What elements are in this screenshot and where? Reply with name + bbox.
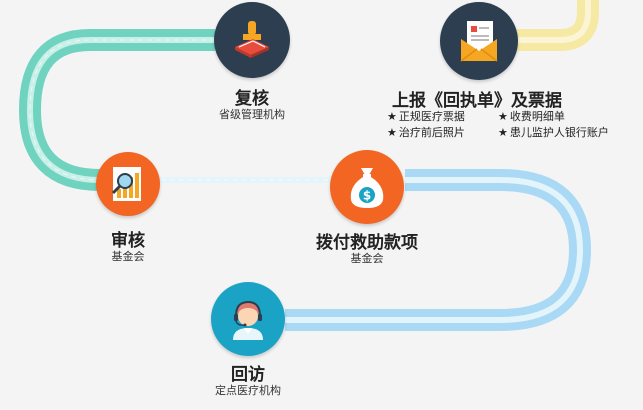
chart-magnifier-icon: [111, 167, 141, 201]
stamp-icon: [235, 21, 269, 58]
step-report-note-3: ★治疗前后照片: [387, 126, 465, 139]
step-audit-subtitle: 基金会: [111, 250, 145, 263]
step-report-title: 上报《回执单》及票据: [392, 91, 562, 111]
step-audit-title: 审核: [111, 231, 145, 251]
step-visit-subtitle: 定点医疗机构: [215, 384, 281, 397]
step-review-subtitle: 省级管理机构: [219, 108, 285, 121]
step-review-title: 复核: [235, 89, 269, 109]
document-envelope-icon: [460, 21, 498, 62]
step-report-node: [440, 2, 518, 80]
step-payment-title: 拨付救助款项: [316, 233, 418, 253]
step-visit-node: [211, 282, 285, 356]
step-report-note-1: ★正规医疗票据: [387, 110, 465, 123]
step-review-node: [214, 2, 290, 78]
step-payment-subtitle: 基金会: [350, 252, 384, 265]
step-audit-node: [96, 152, 160, 216]
customer-service-icon: [233, 300, 263, 340]
step-payment-node: $: [330, 150, 404, 224]
svg-text:$: $: [363, 189, 371, 203]
step-visit-title: 回访: [231, 365, 265, 385]
step-report-note-4: ★患儿监护人银行账户: [498, 126, 609, 139]
money-bag-icon: $: [350, 168, 384, 208]
step-report-note-2: ★收费明细单: [498, 110, 565, 123]
